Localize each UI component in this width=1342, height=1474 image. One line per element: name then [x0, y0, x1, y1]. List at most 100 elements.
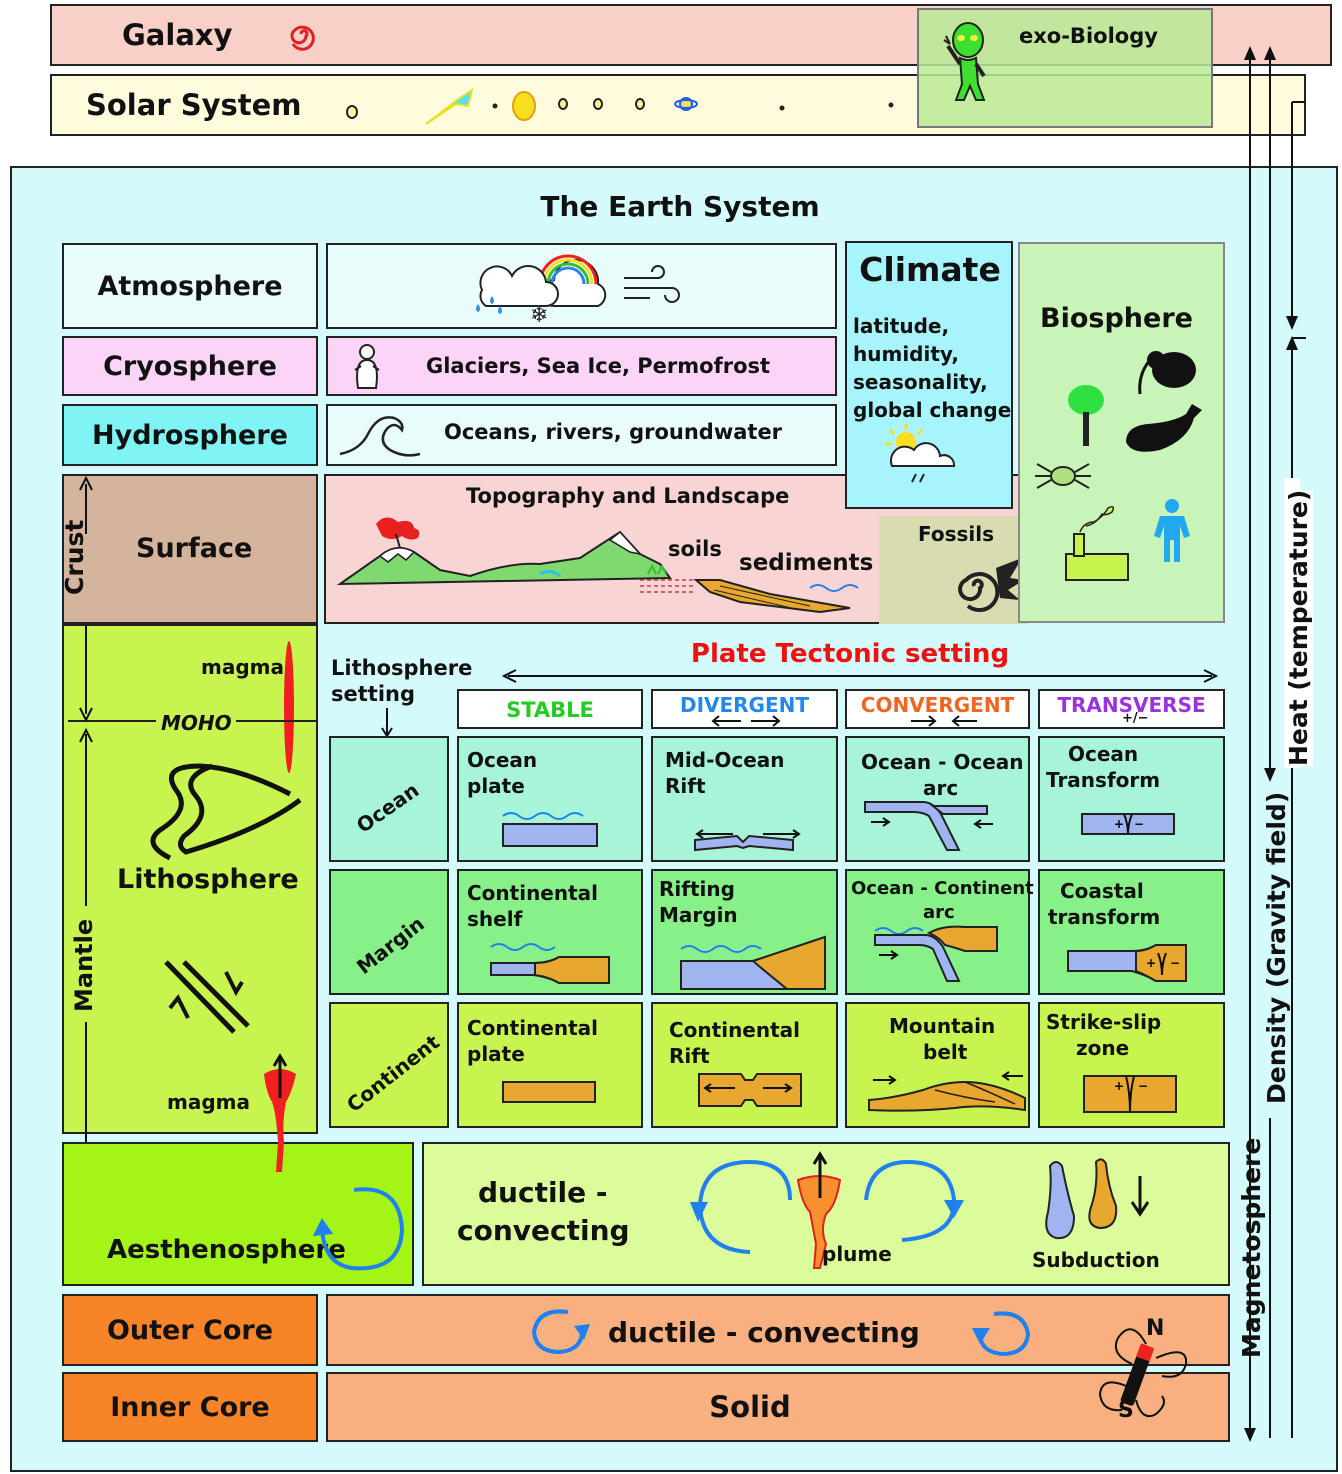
cell-ocean-divergent: Mid-Ocean Rift — [651, 736, 838, 862]
convection-cells-icon — [690, 1151, 964, 1269]
density-label: Density (Gravity field) — [1262, 791, 1291, 1104]
divergent-arrows-icon — [711, 715, 781, 727]
plate-tectonic-arrow — [501, 669, 1219, 683]
header-stable: STABLE — [457, 689, 643, 729]
continental-rift-diagram — [698, 1073, 802, 1107]
tree-icon — [1068, 385, 1104, 446]
lithosphere-label: Lithosphere — [117, 864, 299, 895]
cell-continent-convergent: Mountain belt — [845, 1002, 1030, 1128]
person-icon — [1154, 499, 1190, 562]
svg-text:−: − — [1138, 1079, 1148, 1093]
strike-slip-diagram: + − — [1083, 1075, 1177, 1113]
magma-dike-icon — [284, 641, 294, 773]
moho-label: MOHO — [161, 711, 232, 735]
fold-icon — [150, 763, 302, 861]
magnet-field-icon — [1098, 1328, 1188, 1418]
header-divergent: DIVERGENT — [651, 689, 838, 729]
outer-core-convection-left-icon — [531, 1309, 590, 1355]
cell-margin-convergent: Ocean - Continent arc — [845, 869, 1034, 995]
header-convergent: CONVERGENT — [845, 689, 1030, 729]
climate-line-4: global change — [853, 398, 1012, 422]
mountain-belt-diagram — [868, 1071, 1026, 1112]
outer-core-desc: ductile - convecting — [608, 1316, 920, 1349]
cryosphere-label: Cryosphere — [62, 336, 318, 396]
cell-ocean-stable: Ocean plate — [457, 736, 643, 862]
outer-core-box — [326, 1294, 1230, 1366]
outer-core-label: Outer Core — [62, 1294, 318, 1366]
inner-core-label: Inner Core — [62, 1372, 318, 1442]
alien-icon — [943, 22, 986, 101]
row-margin-label-box — [329, 869, 449, 995]
hydrosphere-desc: Oceans, rivers, groundwater — [444, 420, 783, 444]
asthenosphere-box — [62, 1142, 414, 1286]
fault-icon — [164, 960, 250, 1034]
cell-ocean-transverse: Ocean Transform + − — [1038, 736, 1225, 862]
convection-icon — [313, 1187, 405, 1271]
landscape-icon — [336, 517, 859, 614]
svg-text:+: + — [1146, 956, 1156, 970]
subduction-label: Subduction — [1032, 1248, 1160, 1272]
convergent-arrows-icon — [911, 715, 977, 727]
header-transverse: TRANSVERSE +/− — [1038, 689, 1225, 729]
row-continent-label-box — [329, 1002, 449, 1128]
cell-margin-stable: Continental shelf — [457, 869, 643, 995]
moho-line — [68, 720, 156, 722]
spiral-galaxy-icon — [290, 25, 315, 51]
weather-icon: ❄ — [476, 254, 680, 328]
moho-line-right — [236, 720, 318, 722]
snowman-icon — [354, 344, 380, 389]
climate-line-2: humidity, — [853, 342, 959, 366]
mid-ocean-rift-diagram — [694, 829, 801, 852]
ocean-continent-arc-diagram — [874, 925, 998, 982]
exo-biology-label: exo-Biology — [1019, 24, 1158, 48]
ammonite-icon — [958, 558, 1024, 612]
solar-system-label: Solar System — [86, 88, 302, 122]
rifting-margin-diagram — [680, 935, 826, 990]
topography-label: Topography and Landscape — [466, 484, 790, 508]
lithosphere-setting-label-1: Lithosphere — [331, 656, 473, 680]
row-ocean-label-box — [329, 736, 449, 862]
climate-line-1: latitude, — [853, 314, 950, 338]
biosphere-label: Biosphere — [1040, 303, 1193, 334]
cell-margin-divergent: Rifting Margin — [651, 869, 838, 995]
ocean-plate-diagram — [502, 812, 598, 847]
svg-text:❄: ❄ — [530, 303, 548, 328]
magnet-s-label: S — [1118, 1398, 1134, 1423]
atmosphere-label: Atmosphere — [62, 243, 318, 329]
svg-text:+: + — [1114, 817, 1124, 831]
inner-core-desc: Solid — [709, 1390, 791, 1424]
setting-arrow-icon — [381, 708, 393, 738]
magnetosphere-label: Magnetosphere — [1237, 1137, 1266, 1358]
plume-label: plume — [822, 1242, 892, 1266]
whale-icon — [1126, 404, 1202, 452]
continental-plate-diagram — [502, 1081, 596, 1103]
ocean-ocean-arc-diagram — [864, 801, 993, 851]
outer-core-convection-right-icon — [972, 1311, 1031, 1357]
sediments-label: sediments — [739, 550, 874, 576]
lithosphere-setting-label-2: setting — [331, 682, 415, 706]
climate-title: Climate — [859, 250, 1001, 289]
kiwi-bird-icon — [1138, 351, 1196, 395]
cryosphere-desc-box — [326, 336, 837, 396]
magma-plume-litho-icon — [264, 1053, 296, 1172]
cell-continent-stable: Continental plate — [457, 1002, 643, 1128]
lithosphere-box — [62, 624, 318, 1134]
cell-continent-transverse: Strike-slip zone + − — [1038, 1002, 1225, 1128]
fossils-label: Fossils — [918, 522, 995, 546]
planets-icon — [346, 87, 894, 125]
spider-icon — [1035, 463, 1091, 489]
heat-label: Heat (temperature) — [1284, 489, 1313, 766]
cell-ocean-convergent: Ocean - Ocean arc — [845, 736, 1030, 862]
surface-box — [62, 474, 318, 624]
wave-icon — [339, 416, 421, 457]
magnet-n-label: N — [1146, 1316, 1165, 1341]
cell-continent-divergent: Continental Rift — [651, 1002, 838, 1128]
coastal-transform-diagram: + − — [1067, 944, 1187, 982]
svg-text:−: − — [1170, 956, 1180, 970]
cell-margin-transverse: Coastal transform + − — [1038, 869, 1225, 995]
ductile-label-2: convecting — [457, 1214, 630, 1247]
sun-cloud-icon — [886, 424, 956, 483]
ocean-transform-diagram: + − — [1081, 813, 1175, 835]
soils-label: soils — [668, 537, 722, 561]
svg-text:+: + — [1114, 1079, 1124, 1093]
